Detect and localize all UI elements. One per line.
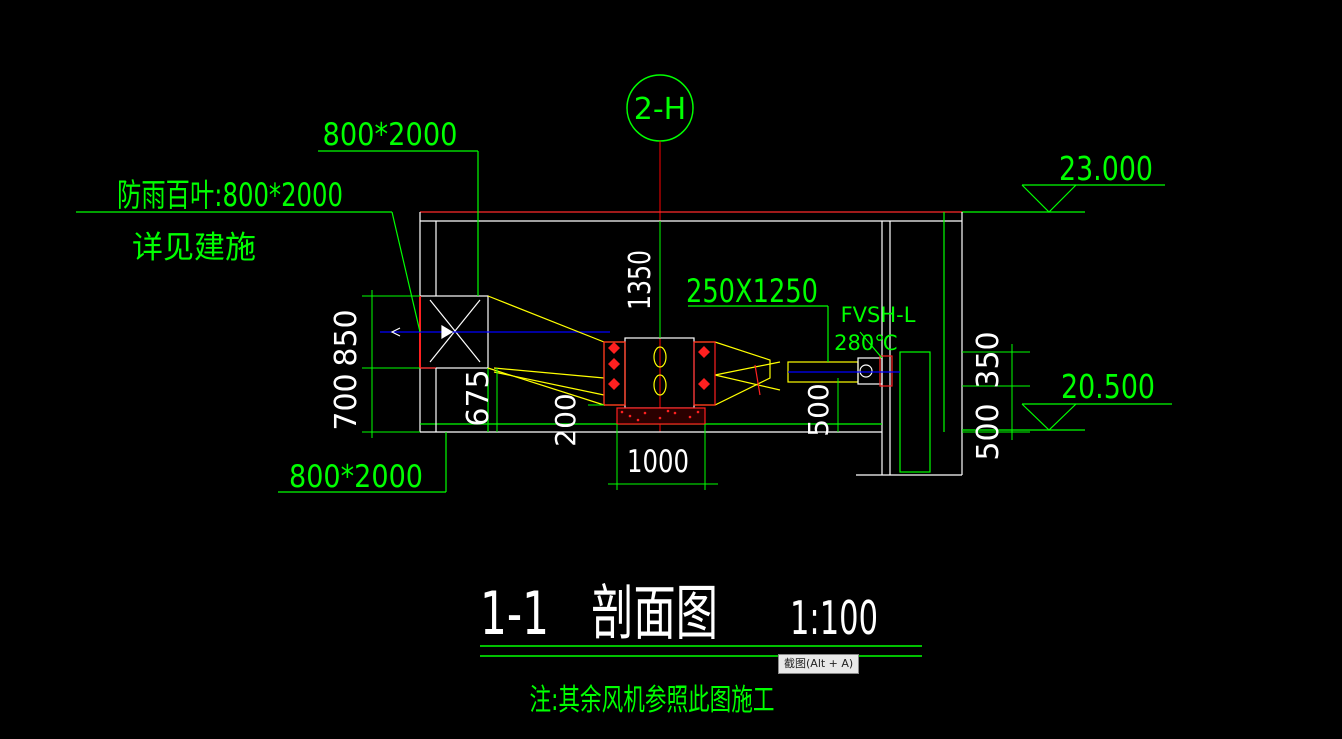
dimension-350: 350 (971, 331, 1006, 388)
drawing-title: 1-1 剖面图 (480, 579, 718, 649)
dimension-850: 850 (329, 309, 364, 366)
construction-note: 注:其余风机参照此图施工 (530, 683, 775, 718)
dimension-1350: 1350 (623, 250, 658, 310)
annotations (76, 150, 883, 493)
bottom-elevation: 20.500 (1061, 367, 1155, 406)
drawing-scale: 1:100 (790, 591, 878, 645)
screenshot-tooltip: 截图(Alt + A) (778, 654, 860, 674)
louver-note: 详见建施 (132, 230, 256, 266)
duct-size-label: 250X1250 (686, 272, 818, 310)
title-block: 1-1 剖面图 1:100 注:其余风机参照此图施工 (480, 579, 922, 718)
dimension-675: 675 (461, 369, 496, 426)
axis-label: 2-H (634, 92, 686, 127)
louver-opening (380, 295, 610, 432)
top-elevation: 23.000 (1059, 149, 1153, 188)
damper-label: FVSH-L (841, 303, 916, 327)
damper-temperature: 280℃ (834, 331, 898, 355)
fan-unit (603, 337, 716, 425)
dimension-700: 700 (329, 373, 364, 430)
louver-label: 防雨百叶:800*2000 (117, 176, 343, 214)
dimension-500-right: 500 (971, 403, 1006, 460)
grid-axis: 2-H (626, 74, 694, 432)
bottom-opening-dimension: 800*2000 (289, 459, 423, 495)
fire-damper (788, 355, 900, 387)
top-opening-dimension: 800*2000 (323, 117, 458, 153)
elevation-markers (962, 184, 1172, 431)
dimension-500-middle: 500 (802, 383, 835, 436)
dimensions (362, 221, 1030, 490)
dimension-1000: 1000 (627, 444, 689, 480)
building-structure (419, 211, 1085, 476)
dimension-200: 200 (549, 393, 582, 446)
